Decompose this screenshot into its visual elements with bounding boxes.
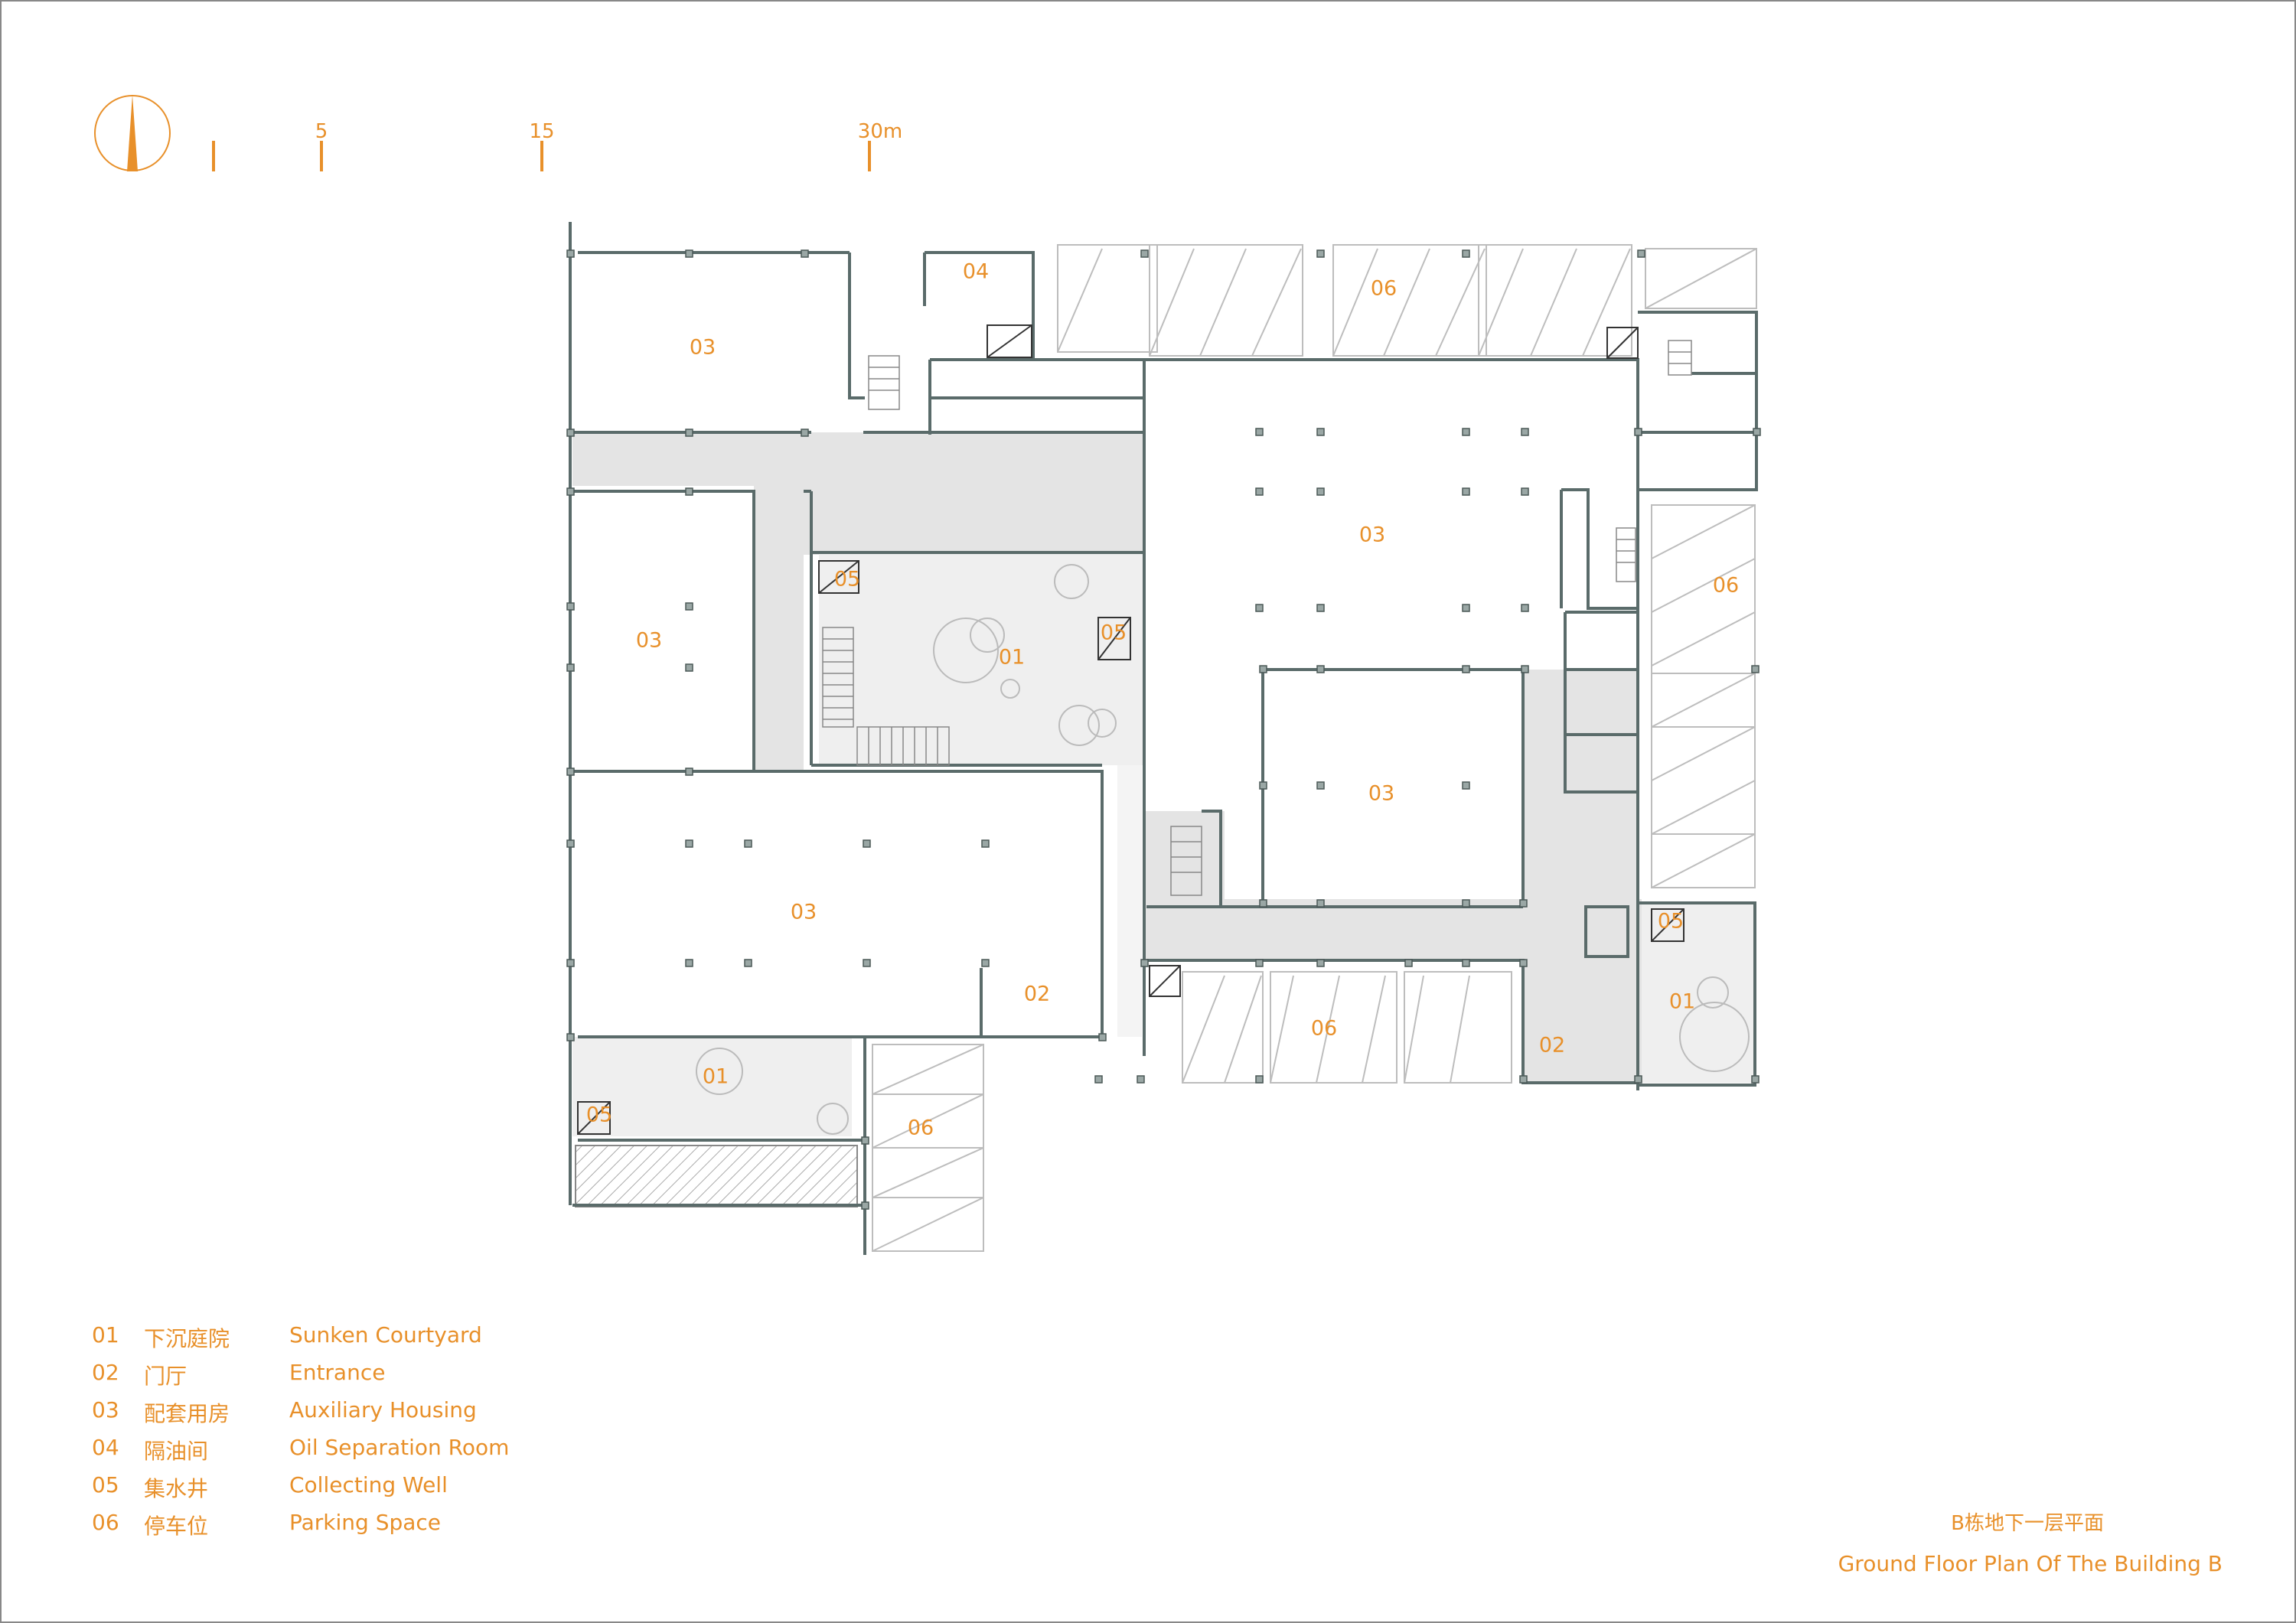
label-auxiliary-housing: 03: [636, 629, 662, 653]
corridor-areas: [572, 432, 1642, 1083]
legend-chinese: 下沉庭院: [144, 1326, 230, 1351]
legend-number: 06: [92, 1510, 119, 1535]
label-parking-space: 06: [1371, 277, 1397, 301]
legend-chinese: 集水井: [144, 1476, 209, 1501]
legend-number: 05: [92, 1472, 119, 1498]
label-collecting-well: 05: [1658, 910, 1684, 934]
label-parking-space: 06: [1311, 1017, 1337, 1041]
legend-number: 03: [92, 1397, 119, 1423]
legend-english: Entrance: [289, 1360, 386, 1385]
label-auxiliary-housing: 03: [1368, 782, 1394, 806]
stairs: [822, 340, 1692, 896]
title-chinese: B栋地下一层平面: [1951, 1512, 2104, 1535]
legend-chinese: 隔油间: [144, 1439, 209, 1464]
collecting-well-boxes: [577, 324, 1684, 1135]
legend-chinese: 停车位: [144, 1514, 209, 1539]
legend-english: Auxiliary Housing: [289, 1397, 477, 1423]
legend-english: Collecting Well: [289, 1472, 448, 1498]
scale-label-15: 15: [529, 120, 554, 143]
legend-english: Oil Separation Room: [289, 1435, 510, 1460]
label-oil-separation-room: 04: [963, 260, 989, 284]
label-collecting-well: 05: [586, 1103, 612, 1127]
courtyard-areas: [572, 552, 1755, 1136]
columns: [566, 249, 1761, 1210]
legend-number: 02: [92, 1360, 119, 1385]
label-entrance: 02: [1024, 983, 1050, 1006]
label-collecting-well: 05: [1101, 621, 1127, 645]
label-auxiliary-housing: 03: [791, 901, 817, 924]
title-english: Ground Floor Plan Of The Building B: [1838, 1551, 2223, 1576]
ramp-hatch: [575, 1145, 858, 1207]
legend-chinese: 配套用房: [144, 1401, 230, 1426]
parking-bays: [872, 244, 1757, 1252]
label-sunken-courtyard: 01: [999, 646, 1025, 670]
room-labels: 03 04 06 03 05 01 05 03 06 03 03 02 06 0…: [586, 260, 1739, 1140]
legend-number: 04: [92, 1435, 119, 1460]
label-entrance: 02: [1539, 1034, 1565, 1058]
legend-number: 01: [92, 1322, 119, 1348]
scale-label-5: 5: [315, 120, 328, 143]
scale-label-30m: 30m: [858, 120, 902, 143]
label-parking-space: 06: [908, 1116, 934, 1140]
label-auxiliary-housing: 03: [690, 336, 716, 360]
legend-chinese: 门厅: [144, 1364, 188, 1389]
label-sunken-courtyard: 01: [703, 1065, 729, 1089]
legend-english: Parking Space: [289, 1510, 442, 1535]
label-collecting-well: 05: [834, 568, 860, 592]
walls: [569, 222, 1758, 1255]
scale-bar: 5 15 30m: [212, 120, 902, 171]
legend-english: Sunken Courtyard: [289, 1322, 482, 1348]
north-arrow-icon: [94, 95, 171, 171]
label-auxiliary-housing: 03: [1359, 523, 1385, 547]
label-parking-space: 06: [1713, 574, 1739, 598]
drawing-title: B栋地下一层平面 Ground Floor Plan Of The Buildi…: [1838, 1507, 2223, 1576]
label-sunken-courtyard: 01: [1669, 990, 1695, 1014]
